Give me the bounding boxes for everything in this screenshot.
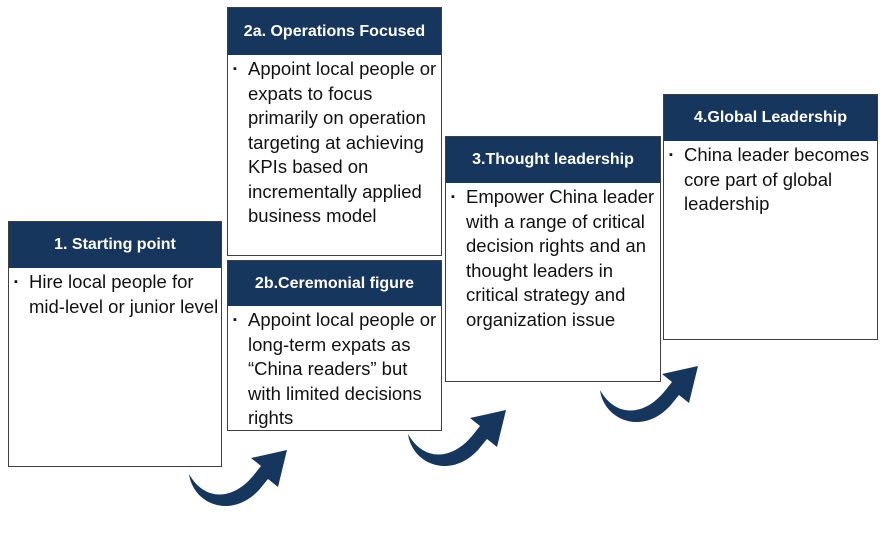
stage-starting-point-body-wrap: ▪ Hire local people for mid-level or jun… [9,268,221,319]
curved-up-arrow-icon [189,450,287,507]
stage-thought-leadership-body: Empower China leader with a range of cri… [466,186,655,330]
stage-starting-point-card: 1. Starting point ▪ Hire local people fo… [8,221,222,467]
stage-thought-leadership-title: 3.Thought leadership [446,137,660,183]
stage-operations-focused-body-wrap: ▪ Appoint local people or expats to focu… [228,55,441,229]
curved-up-arrow-icon [408,410,506,467]
stage-ceremonial-figure-body-wrap: ▪ Appoint local people or long-term expa… [228,306,441,431]
bullet-icon: ▪ [669,149,673,161]
stage-operations-focused-body: Appoint local people or expats to focus … [248,58,437,226]
stage-global-leadership-card: 4.Global Leadership ▪ China leader becom… [663,94,878,340]
bullet-icon: ▪ [233,314,237,326]
bullet-icon: ▪ [451,191,455,203]
stage-global-leadership-title: 4.Global Leadership [664,95,877,141]
stage-ceremonial-figure-body: Appoint local people or long-term expats… [248,309,437,428]
bullet-icon: ▪ [14,276,18,288]
stage-operations-focused-title: 2a. Operations Focused [228,8,441,55]
stage-ceremonial-figure-title: 2b.Ceremonial figure [228,261,441,306]
curved-up-arrow-icon [600,366,698,423]
stage-ceremonial-figure-card: 2b.Ceremonial figure ▪ Appoint local peo… [227,260,442,431]
stage-thought-leadership-card: 3.Thought leadership ▪ Empower China lea… [445,136,661,382]
stage-thought-leadership-body-wrap: ▪ Empower China leader with a range of c… [446,183,660,332]
stage-global-leadership-body: China leader becomes core part of global… [684,144,870,214]
stage-operations-focused-card: 2a. Operations Focused ▪ Appoint local p… [227,7,442,256]
stage-global-leadership-body-wrap: ▪ China leader becomes core part of glob… [664,141,877,217]
bullet-icon: ▪ [233,63,237,75]
stage-starting-point-body: Hire local people for mid-level or junio… [29,271,219,317]
stage-starting-point-title: 1. Starting point [9,222,221,268]
